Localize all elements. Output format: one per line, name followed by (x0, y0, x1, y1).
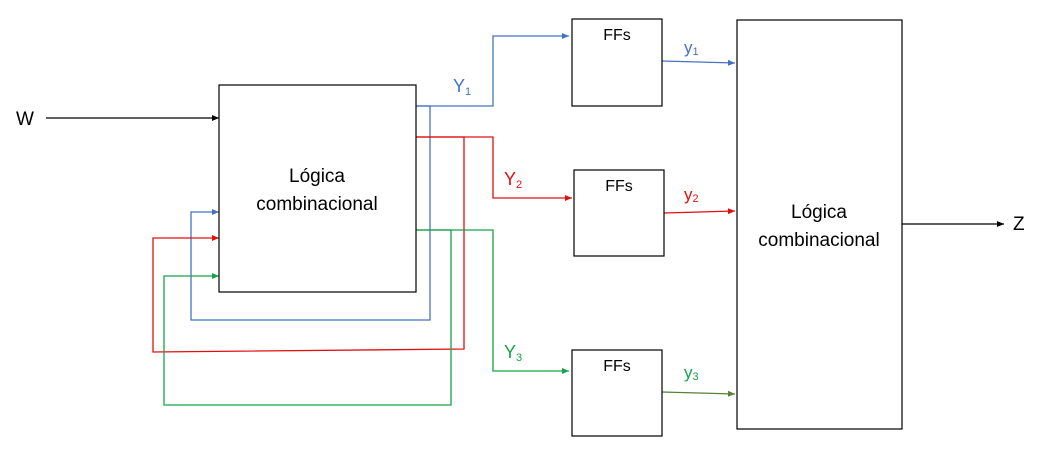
flipflops-1-label: FFs (603, 27, 631, 44)
comb-right-label-line1: Lógica (791, 202, 847, 223)
flipflops-2-box (573, 169, 665, 257)
y2-feedback-wire (152, 136, 465, 353)
present-state-y3-label: y3 (684, 363, 699, 383)
flipflops-2-label: FFs (605, 178, 633, 195)
y1-feedback-wire (190, 105, 431, 321)
y3-feedback-wire (163, 229, 452, 406)
input-w-label: W (16, 109, 34, 130)
output-z-label: Z (1013, 214, 1025, 235)
flipflops-1-box (571, 18, 663, 107)
next-state-y2-label: Y2 (504, 169, 522, 191)
y3-present-state-wire (661, 390, 736, 397)
y1-present-state-wire (661, 59, 736, 66)
flipflops-3-box (571, 349, 663, 437)
present-state-y1-label: y1 (684, 38, 699, 58)
next-state-y1-label: Y1 (453, 76, 471, 98)
flipflops-3-label: FFs (603, 358, 631, 375)
combinational-logic-left-box (218, 84, 417, 293)
comb-right-label-line2: combinacional (758, 230, 879, 251)
next-state-y3-label: Y3 (504, 342, 522, 364)
comb-left-label-line1: Lógica (289, 166, 345, 187)
comb-left-label-line2: combinacional (256, 194, 377, 215)
present-state-y2-label: y2 (684, 185, 699, 205)
y1-next-state-wire (416, 33, 569, 107)
y2-present-state-wire (663, 208, 736, 215)
y3-next-state-wire (416, 229, 569, 374)
combinational-logic-right-box (736, 19, 903, 430)
y2-next-state-wire (416, 136, 572, 201)
